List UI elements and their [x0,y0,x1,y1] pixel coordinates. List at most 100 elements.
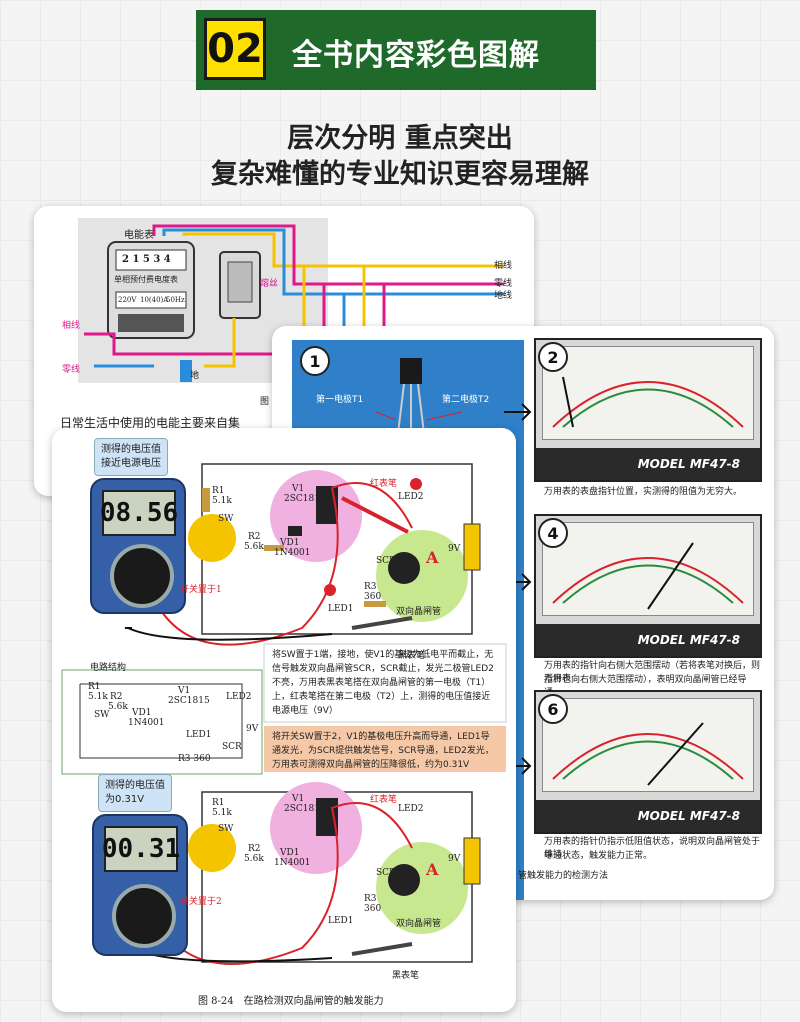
label-r3-b: R3 [364,894,377,904]
label-r1-value: 5.1k [212,496,232,506]
step-number-4: 4 [538,518,568,548]
meter-model: MODEL MF47-8 [536,448,760,480]
sch-v1: V1 [178,686,191,696]
sch-r3: R3 360 [178,754,211,764]
label-led2: LED2 [398,492,424,502]
label-black-probe: 黑表笔 [398,651,426,661]
callout-top-line2: 接近电源电压 [101,458,161,469]
callout-top: 测得的电压值 接近电源电压 [94,438,168,476]
caption-step-2: 万用表的表盘指针位置，实测得的阻值为无穷大。 [544,487,743,497]
explanation-text-1: 将SW置于1端，接地，使V1的基极为低电平而截止，无信号触发双向晶闸管SCR，S… [272,650,494,716]
label-battery-b: 9V [448,854,461,864]
label-r1-value-b: 5.1k [212,808,232,818]
label-scr-b: SCR [376,868,396,878]
label-vd1: VD1 [280,538,300,548]
sch-led1: LED1 [186,730,212,740]
page1-body-text: 日常生活中使用的电能主要来自集 [60,416,241,430]
sch-vd1: VD1 [132,708,152,718]
label-scr: SCR [376,556,396,566]
analog-meter-2: MODEL MF47-8 [534,338,762,482]
sch-r2: R2 [110,692,123,702]
label-r3-value: 360 [364,592,382,602]
label-black-probe-b: 黑表笔 [392,971,420,981]
label-v1: V1 [292,484,305,494]
sch-scr: SCR [222,742,242,752]
label-led1-b: LED1 [328,916,354,926]
label-r2-value: 5.6k [244,542,264,552]
label-v1-model: 2SC1815 [284,494,326,504]
meter-model: MODEL MF47-8 [536,800,760,832]
sch-r2-val: 5.6k [108,702,128,712]
label-battery: 9V [448,544,461,554]
digital-multimeter-bottom: 00.31 [92,814,188,956]
label-red-probe-b: 红表笔 [370,795,398,805]
meter-face [542,346,754,440]
analog-meter-6: MODEL MF47-8 [534,690,762,834]
step-number-2: 2 [538,342,568,372]
label-vd1-model: 1N4001 [274,548,311,558]
circuit-structure-title: 电路结构 [90,663,127,673]
label-r2: R2 [248,532,261,542]
meter-face [542,522,754,616]
callout-bottom: 测得的电压值 为0.31V [98,774,172,812]
label-triac-b: 双向晶闸管 [396,919,442,929]
callout-bottom-line1: 测得的电压值 [105,780,165,791]
callout-top-line1: 测得的电压值 [101,444,161,455]
sch-r1: R1 [88,682,101,692]
label-triac: 双向晶闸管 [396,607,442,617]
subtitle-line1: 层次分明 重点突出 [287,123,513,154]
label-r2-b: R2 [248,844,261,854]
step-number-1: 1 [300,346,330,376]
meter-face [542,698,754,792]
label-r3: R3 [364,582,377,592]
left-label-neutral: 零线 [62,365,81,375]
caption-step-6a: 万用表的指针仍指示低阻值状态，说明双向晶闸管处于维持 [544,837,761,860]
caption-step-4a: 万用表的指针向右侧大范围摆动（若将表笔对换后，则万用表 [544,661,761,684]
figure-caption-8-24: 图 8-24 在路检测双向晶闸管的触发能力 [198,996,384,1007]
meter-type: 单相预付费电度表 [114,275,178,284]
label-sw: SW [218,514,234,524]
section-banner: 02 全书内容彩色图解 [196,10,596,90]
label-vd1-model-b: 1N4001 [274,858,311,868]
label-r1-b: R1 [212,798,225,808]
sch-sw: SW [94,710,110,720]
book-page-circuit: 测得的电压值 接近电源电压 08.56 测得的电压值 为0.31V 00.31 … [52,428,516,1012]
digital-multimeter-top: 08.56 [90,478,186,614]
ground-label: 地 [190,371,200,381]
label-v1-b: V1 [292,794,305,804]
meter-spec-freq: 50Hz [166,296,185,304]
sch-v1-model: 2SC1815 [168,696,210,706]
dmm-display: 08.56 [100,490,178,536]
label-r1: R1 [212,486,225,496]
callout-bottom-line2: 为0.31V [105,794,145,805]
label-led2-b: LED2 [398,804,424,814]
page2-side-text: 管触发能力的检测方法 [518,871,609,881]
section-number-badge: 02 [204,18,266,80]
label-vd1-b: VD1 [280,848,300,858]
circuit-illustration [61,463,507,965]
step-number-6: 6 [538,694,568,724]
meter-digits: 2 1 5 3 4 [122,254,171,265]
label-switch1: 开关置于1 [180,585,222,595]
sch-led2: LED2 [226,692,252,702]
sch-battery: 9V [246,724,259,734]
sch-vd1-model: 1N4001 [128,718,165,728]
caption-step-6b: 导通状态，触发能力正常。 [544,851,653,861]
meter-model: MODEL MF47-8 [536,624,760,656]
wire-label-ground: 地线 [494,291,513,301]
label-red-probe: 红表笔 [370,479,398,489]
dmm-dial [112,884,176,948]
meter-title: 电能表 [124,230,154,241]
electrode2-label: 第二电极T2 [442,392,490,405]
left-label-live: 相线 [62,321,81,331]
explanation-text-2: 将开关SW置于2，V1的基极电压升高而导通，LED1导通发光，为SCR提供触发信… [272,732,494,770]
banner-title: 全书内容彩色图解 [292,38,540,73]
sch-r1-val: 5.1k [88,692,108,702]
dmm-display: 00.31 [102,826,180,872]
label-r2-value-b: 5.6k [244,854,264,864]
wire-label-live: 相线 [494,261,513,271]
subtitle-line2: 复杂难懂的专业知识更容易理解 [211,159,589,190]
analog-meter-4: MODEL MF47-8 [534,514,762,658]
label-switch2: 开关置于2 [180,897,222,907]
label-led1: LED1 [328,604,354,614]
